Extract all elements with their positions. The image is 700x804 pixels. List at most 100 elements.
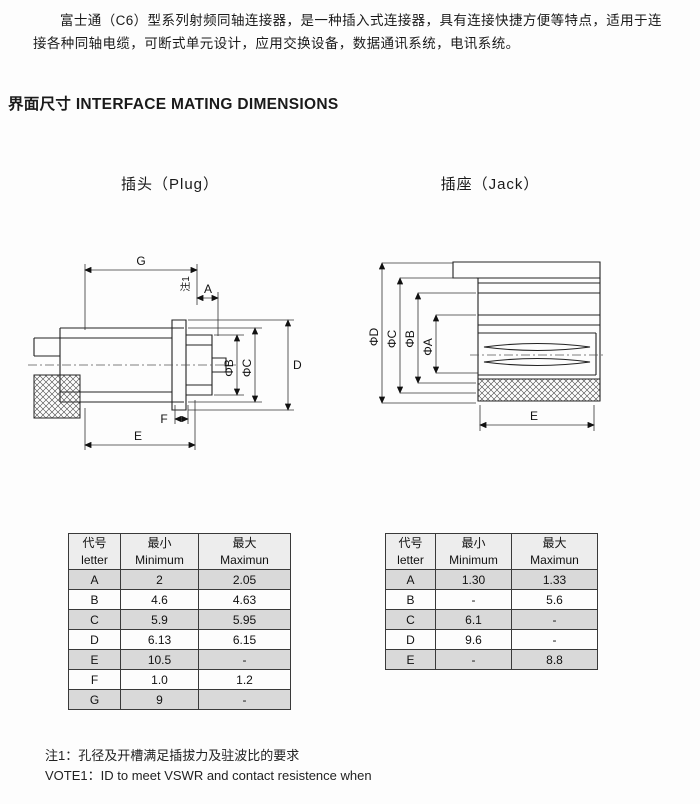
cell-letter: D	[385, 629, 436, 650]
cell-min: 10.5	[120, 649, 199, 670]
cell-min: 6.1	[435, 609, 512, 630]
cell-letter: C	[68, 609, 121, 630]
plug-note1-label: 注1	[179, 276, 192, 292]
jack-dim-phib-label: ΦB	[403, 330, 417, 348]
cell-letter: E	[68, 649, 121, 670]
cell-letter: C	[385, 609, 436, 630]
header-en: Maximun	[530, 552, 579, 567]
cell-letter: A	[68, 569, 121, 590]
cell-letter: B	[385, 589, 436, 610]
cell-min: 1.0	[120, 669, 199, 690]
cell-max: 6.15	[198, 629, 291, 650]
cell-min: -	[435, 649, 512, 670]
plug-dim-f-label: F	[160, 412, 167, 426]
header-en: letter	[397, 552, 424, 567]
jack-dim-phia-group: ΦA	[421, 314, 478, 374]
jack-dim-e-label: E	[530, 409, 538, 423]
header-cn: 最小	[461, 536, 486, 551]
intro-paragraph: 富士通（C6）型系列射频同轴连接器，是一种插入式连接器，具有连接快捷方便等特点，…	[33, 13, 662, 51]
plug-dim-a-group: 注1 A	[179, 276, 219, 336]
cell-min: 4.6	[120, 589, 199, 610]
header-cn: 最大	[232, 536, 257, 551]
footnote-cn: 注1：孔径及开槽满足插拔力及驻波比的要求	[45, 748, 300, 763]
jack-body-outline	[452, 261, 606, 402]
section-heading: 界面尺寸 INTERFACE MATING DIMENSIONS	[8, 92, 339, 114]
plug-dim-a-label: A	[204, 282, 212, 296]
plug-dim-phib-group: ΦB	[214, 334, 244, 396]
header-en: Maximun	[220, 552, 269, 567]
cell-min: 5.9	[120, 609, 199, 630]
jack-dim-phib-group: ΦB	[403, 292, 476, 384]
cell-max: -	[198, 649, 291, 670]
cell-max: 5.95	[198, 609, 291, 630]
plug-dim-g-label: G	[136, 254, 145, 268]
cell-max: 8.8	[511, 649, 598, 670]
cell-letter: A	[385, 569, 436, 590]
jack-dim-phid-label: ΦD	[368, 328, 381, 347]
jack-cable-hatch	[477, 378, 601, 402]
plug-dim-f-group: F	[160, 405, 189, 426]
cell-letter: E	[385, 649, 436, 670]
cell-min: -	[435, 589, 512, 610]
cell-max: 1.33	[511, 569, 598, 590]
footnotes: 注1：孔径及开槽满足插拔力及驻波比的要求 VOTE1：ID to meet VS…	[45, 746, 372, 786]
table-row: B-5.6	[385, 589, 598, 610]
plug-dim-d-label: D	[293, 358, 302, 372]
plug-dim-phic-label: ΦC	[240, 359, 254, 378]
cell-min: 1.30	[435, 569, 512, 590]
cell-max: -	[511, 609, 598, 630]
plug-dim-phic-group: ΦC	[188, 327, 262, 403]
cell-letter: F	[68, 669, 121, 690]
jack-dim-phic-group: ΦC	[385, 277, 476, 394]
header-en: Minimum	[449, 552, 498, 567]
cell-min: 6.13	[120, 629, 199, 650]
plug-cable-hatch	[33, 374, 81, 419]
header-cn: 最小	[147, 536, 172, 551]
plug-figure-label: 插头（Plug）	[120, 176, 220, 193]
cell-max: 4.63	[198, 589, 291, 610]
cell-max: 2.05	[198, 569, 291, 590]
header-en: Minimum	[135, 552, 184, 567]
jack-figure-label: 插座（Jack）	[440, 176, 540, 193]
plug-dim-e-group: E	[84, 400, 196, 450]
jack-dim-phid-group: ΦD	[368, 262, 476, 404]
header-cn: 代号	[82, 536, 107, 551]
cell-max: 5.6	[511, 589, 598, 610]
jack-dim-phic-label: ΦC	[385, 330, 399, 349]
section-heading-cn: 界面尺寸	[8, 96, 72, 113]
cell-letter: B	[68, 589, 121, 610]
jack-dim-e-group: E	[479, 405, 595, 431]
cell-min: 2	[120, 569, 199, 590]
section-heading-en: INTERFACE MATING DIMENSIONS	[75, 96, 339, 113]
cell-min: 9	[120, 689, 199, 710]
cell-letter: G	[68, 689, 121, 710]
plug-drawing: G 注1 A ΦB ΦC D	[28, 254, 302, 450]
cell-max: -	[511, 629, 598, 650]
cell-letter: D	[68, 629, 121, 650]
plug-dim-e-label: E	[134, 429, 142, 443]
plug-dim-phib-label: ΦB	[222, 359, 236, 377]
cell-max: -	[198, 689, 291, 710]
plug-dim-d-group: D	[188, 319, 302, 411]
cell-min: 9.6	[435, 629, 512, 650]
